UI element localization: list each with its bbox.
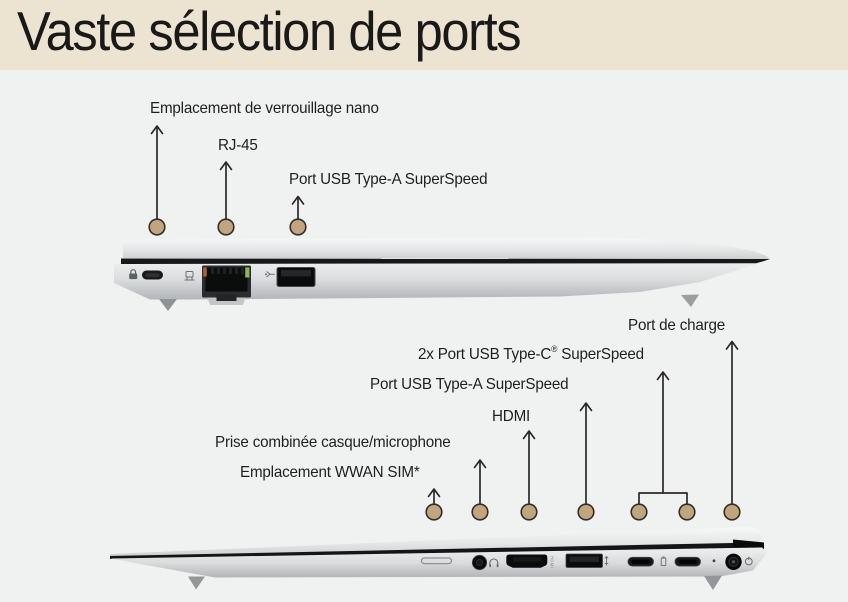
callout-label-nano-lock: Emplacement de verrouillage nano — [150, 100, 379, 117]
laptop-hinge-gap — [121, 258, 770, 264]
network-icon — [184, 271, 195, 281]
usb-a-port — [276, 267, 316, 287]
callout-arrow — [427, 488, 441, 505]
header-band — [0, 0, 848, 70]
callout-arrow — [579, 402, 593, 505]
hdmi-port-marking: HDMI — [550, 556, 555, 568]
callout-dot — [425, 503, 443, 521]
callout-arrow — [656, 371, 670, 494]
usb-c-port-2 — [674, 556, 701, 567]
callout-arrow — [522, 430, 536, 505]
wwan-sim-slot — [420, 557, 453, 565]
callout-dot — [289, 218, 307, 236]
callout-label-usb-c: 2x Port USB Type-C® SuperSpeed — [418, 343, 644, 364]
callout-dot — [577, 503, 595, 521]
callout-arrow — [291, 195, 305, 220]
nano-lock-slot — [142, 270, 163, 280]
headset-jack — [471, 554, 488, 571]
led-indicator — [712, 559, 716, 563]
callout-bracket — [638, 492, 688, 505]
usb-c-label-suffix: SuperSpeed — [557, 346, 644, 363]
callout-arrow — [219, 161, 233, 220]
callout-arrow — [150, 125, 164, 220]
laptop-base — [110, 547, 768, 578]
laptop-hinge-gap — [110, 542, 758, 559]
callout-label-headset-jack: Prise combinée casque/microphone — [215, 434, 451, 451]
rj45-led-green — [245, 267, 250, 278]
charge-port — [725, 553, 742, 570]
callout-label-usb-a-right: Port USB Type-A SuperSpeed — [370, 376, 569, 393]
registered-trademark-symbol: ® — [551, 343, 558, 354]
usb-superspeed-icon — [265, 271, 275, 278]
callouts-left-view — [148, 125, 307, 236]
callout-dot — [217, 218, 235, 236]
rj45-led-orange — [203, 267, 207, 277]
callout-dot — [148, 218, 166, 236]
usb-a-port — [565, 553, 603, 568]
callout-dot — [471, 503, 489, 521]
hdmi-port — [506, 554, 548, 568]
callout-dot — [520, 503, 538, 521]
laptop-lid — [123, 237, 770, 259]
rubber-foot — [159, 299, 177, 311]
callout-label-rj45: RJ-45 — [218, 137, 258, 154]
laptop-right-side-view: HDMI — [110, 527, 768, 590]
headphone-icon — [489, 558, 499, 568]
hinge-shadow — [733, 539, 764, 550]
usb-c-label-text: 2x Port USB Type-C — [418, 346, 552, 363]
callout-label-hdmi: HDMI — [492, 408, 531, 425]
lock-icon — [129, 269, 138, 280]
callouts-right-view — [425, 340, 741, 521]
page-title: Vaste sélection de ports — [17, 0, 522, 62]
rj45-port — [202, 265, 251, 305]
laptop-lid — [110, 527, 763, 557]
usb-c-port-1 — [627, 556, 654, 567]
rubber-foot — [188, 576, 205, 590]
callout-dot — [630, 503, 648, 521]
laptop-left-side-view — [114, 237, 770, 311]
usb-superspeed-icon — [604, 555, 609, 566]
callout-label-charge-port: Port de charge — [628, 317, 726, 334]
rubber-foot — [704, 575, 722, 590]
callout-label-wwan-sim: Emplacement WWAN SIM* — [240, 464, 420, 481]
rubber-foot — [681, 294, 699, 307]
callout-arrow — [473, 459, 487, 505]
callout-dot — [723, 503, 741, 521]
callout-label-usb-a-left: Port USB Type-A SuperSpeed — [289, 171, 488, 188]
callout-dot — [678, 503, 696, 521]
callout-arrow — [725, 340, 739, 505]
power-icon — [744, 556, 753, 566]
battery-charge-icon — [660, 556, 667, 567]
